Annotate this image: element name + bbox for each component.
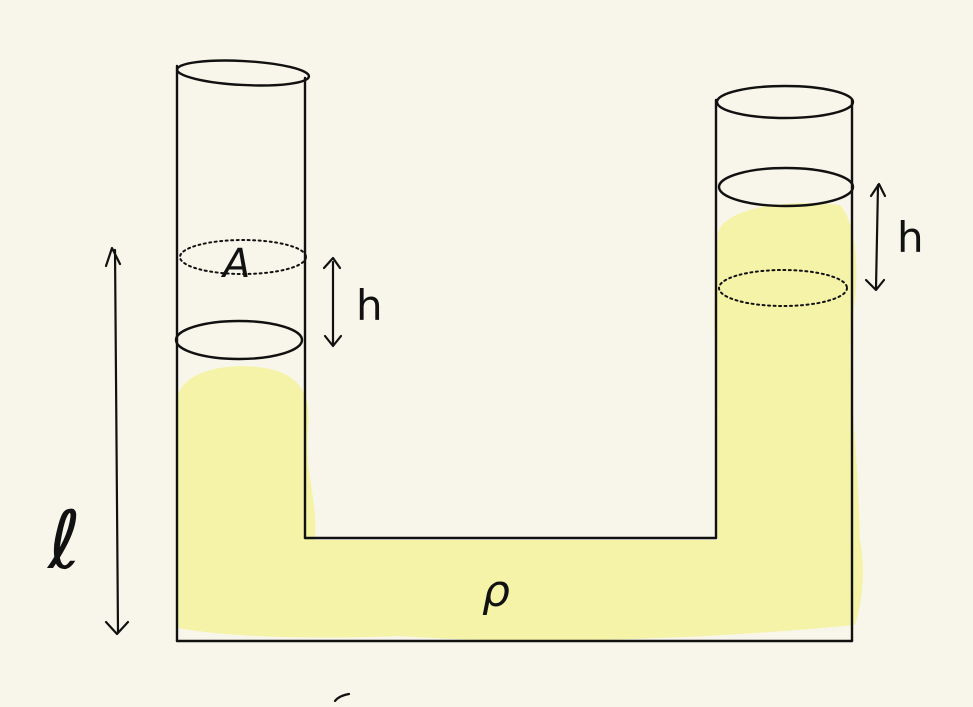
- height-markers: [104, 182, 887, 636]
- density-label: ρ: [482, 566, 510, 617]
- liquid-right-column: [714, 203, 860, 545]
- left-liquid-surface: [174, 319, 304, 361]
- left-tube-opening: [175, 59, 311, 87]
- area-label: A: [220, 241, 250, 287]
- right-tube-opening: [715, 84, 855, 120]
- liquid-bottom-channel: [178, 540, 863, 641]
- length-arrow-head-bottom: [104, 620, 130, 636]
- height-arrow-left-head-top: [322, 256, 342, 270]
- height-arrow-right-head-bottom: [864, 278, 886, 292]
- height-label-right: h: [897, 213, 924, 262]
- surfaces: [174, 59, 855, 361]
- right-equilibrium-level: [718, 269, 848, 307]
- liquid-fill: [178, 203, 863, 641]
- left-equilibrium-level: [179, 239, 307, 275]
- cropped-stroke: [333, 692, 351, 703]
- height-arrow-left-head-bottom: [323, 334, 343, 348]
- length-arrow: [113, 248, 120, 634]
- length-arrow-head-top: [104, 246, 122, 268]
- height-arrow-right: [874, 183, 880, 290]
- height-arrow-right-head-top: [869, 182, 887, 198]
- right-liquid-surface: [717, 166, 855, 208]
- liquid-left-column: [178, 366, 316, 545]
- height-label-left: h: [356, 281, 383, 330]
- length-label: ℓ: [46, 494, 81, 587]
